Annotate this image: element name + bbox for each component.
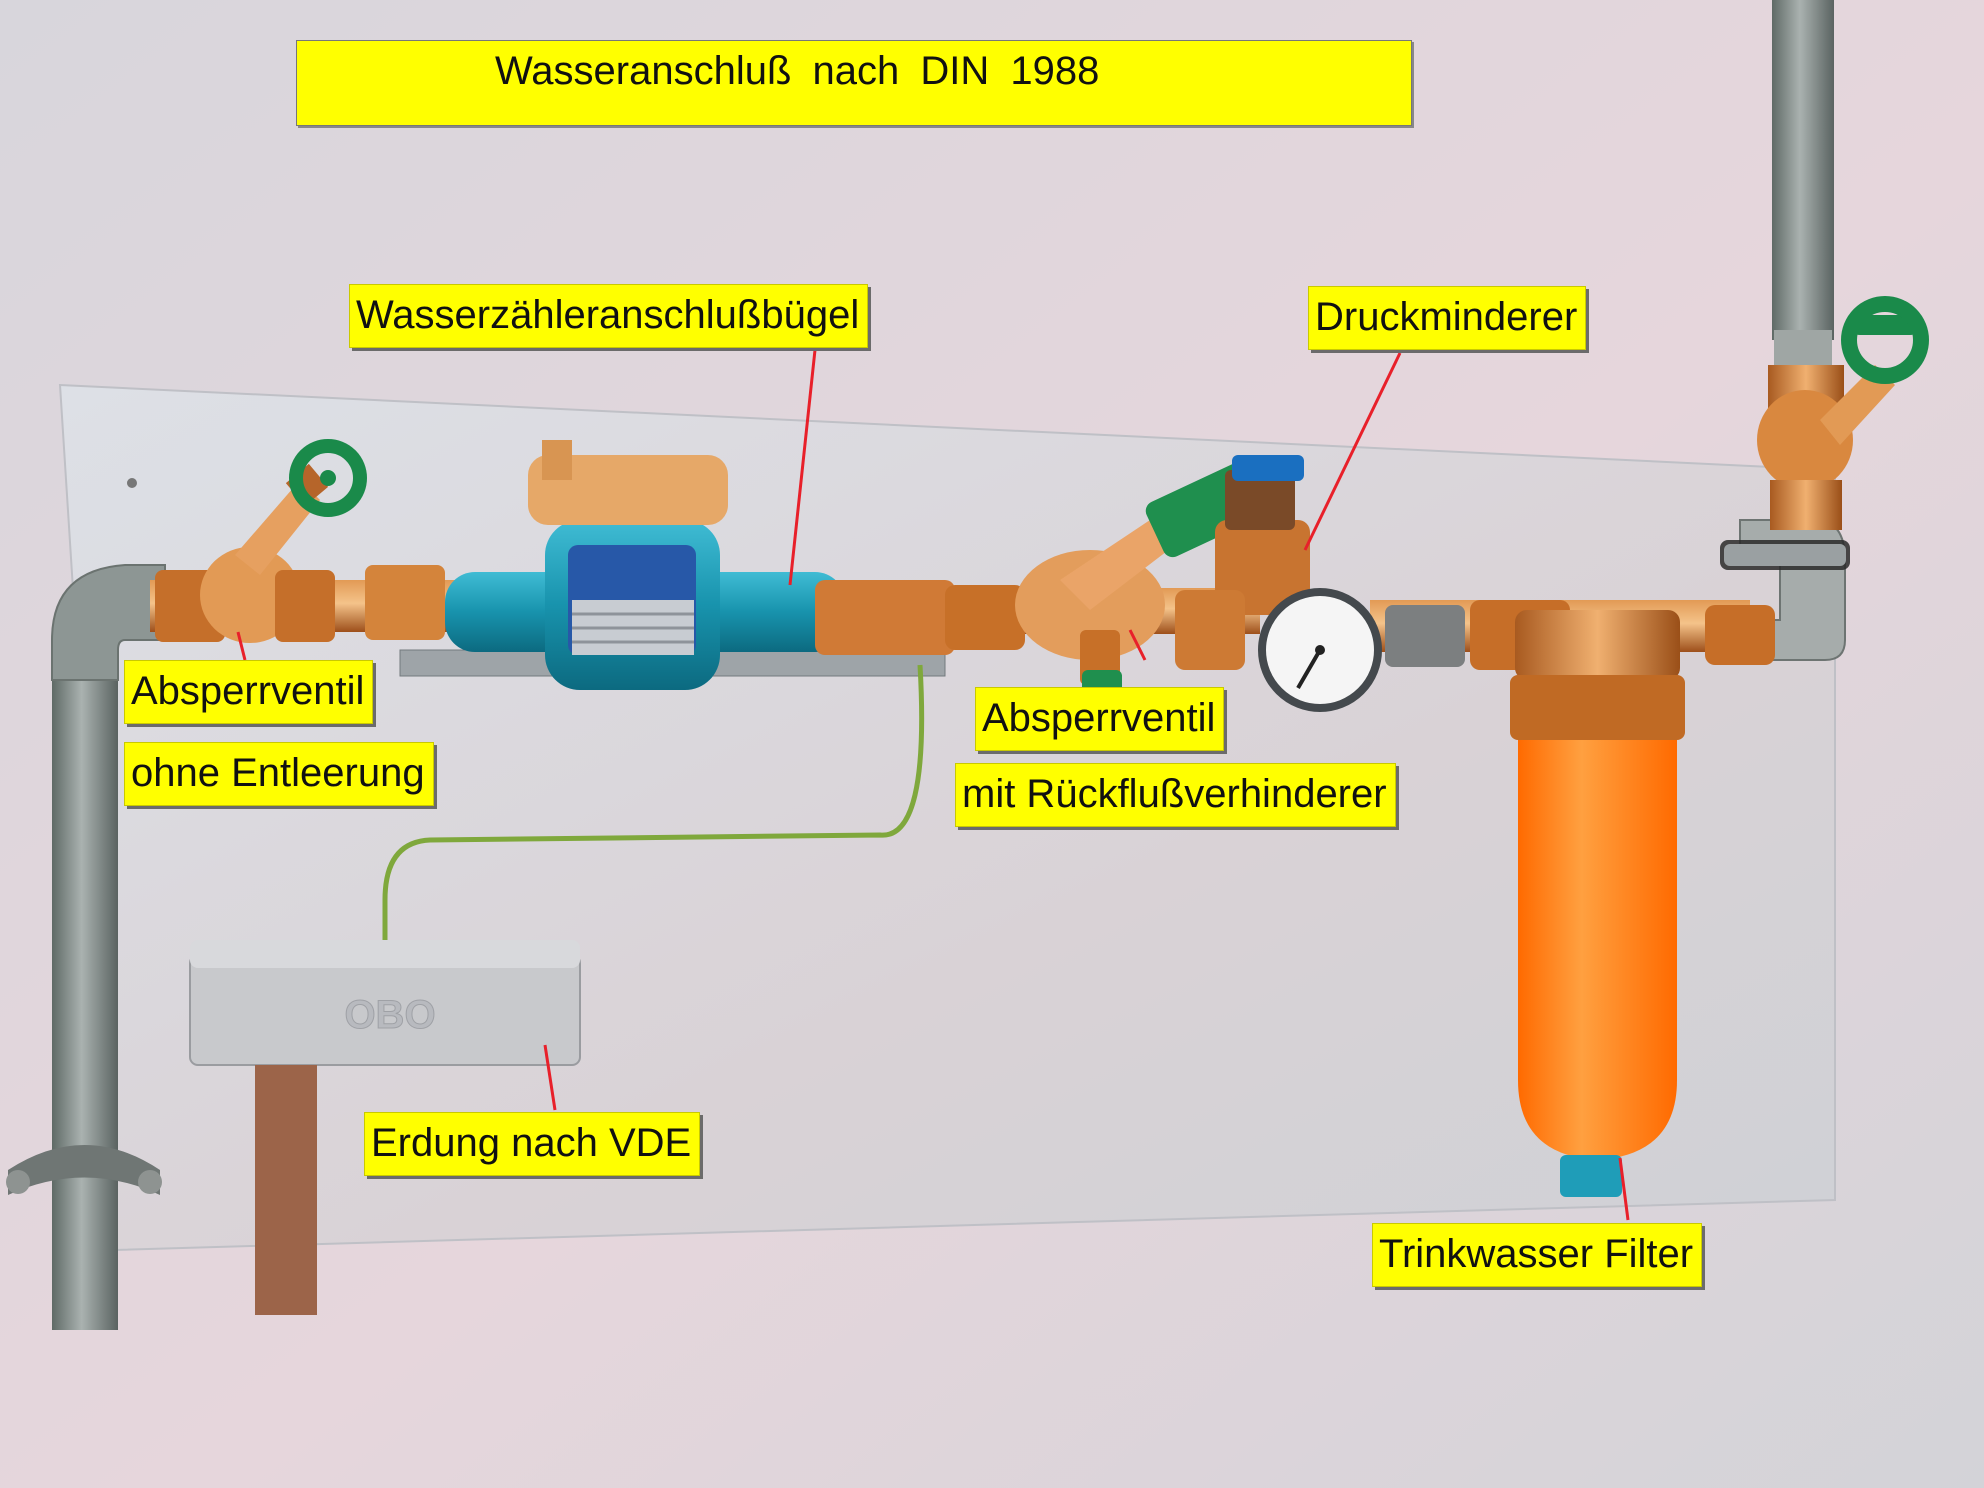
label-shutoff-valve-left-1: Absperrventil xyxy=(124,660,374,724)
filter-drain xyxy=(1560,1155,1622,1197)
label-grounding: Erdung nach VDE xyxy=(364,1112,701,1176)
label-filter: Trinkwasser Filter xyxy=(1372,1223,1703,1287)
ground-terminal-box: OBO xyxy=(189,940,581,1315)
valve-handle-left xyxy=(289,439,367,517)
label-shutoff-valve-left-2: ohne Entleerung xyxy=(124,742,434,806)
filter-bowl xyxy=(1518,740,1677,1160)
label-pressure-reducer: Druckminderer xyxy=(1308,286,1587,350)
page-title-text: Wasseranschluß nach DIN 1988 xyxy=(495,49,1100,93)
page-title: Wasseranschluß nach DIN 1988 xyxy=(296,40,1412,126)
check-valve xyxy=(945,462,1265,700)
label-meter-bracket: Wasserzähleranschlußbügel xyxy=(349,284,869,348)
water-filter xyxy=(1470,600,1775,1197)
label-check-valve-1: Absperrventil xyxy=(975,687,1225,751)
leader-lines xyxy=(236,349,1630,1221)
water-meter xyxy=(365,440,955,690)
ground-box-brand: OBO xyxy=(344,993,435,1037)
meter-lid xyxy=(528,455,728,525)
pipe-clamp xyxy=(8,1145,160,1195)
shutoff-valve-left xyxy=(155,439,367,643)
earth-wire xyxy=(382,664,925,960)
supply-pipe-left xyxy=(6,564,166,1330)
valve-handle-right xyxy=(1850,315,1920,335)
pressure-reducer xyxy=(1175,455,1465,712)
ground-strap xyxy=(255,1065,317,1315)
label-check-valve-2: mit Rückflußverhinderer xyxy=(955,763,1396,827)
pressure-reducer-cap xyxy=(1232,455,1304,481)
angle-valve-right xyxy=(1757,296,1929,530)
board-screw xyxy=(127,478,137,488)
